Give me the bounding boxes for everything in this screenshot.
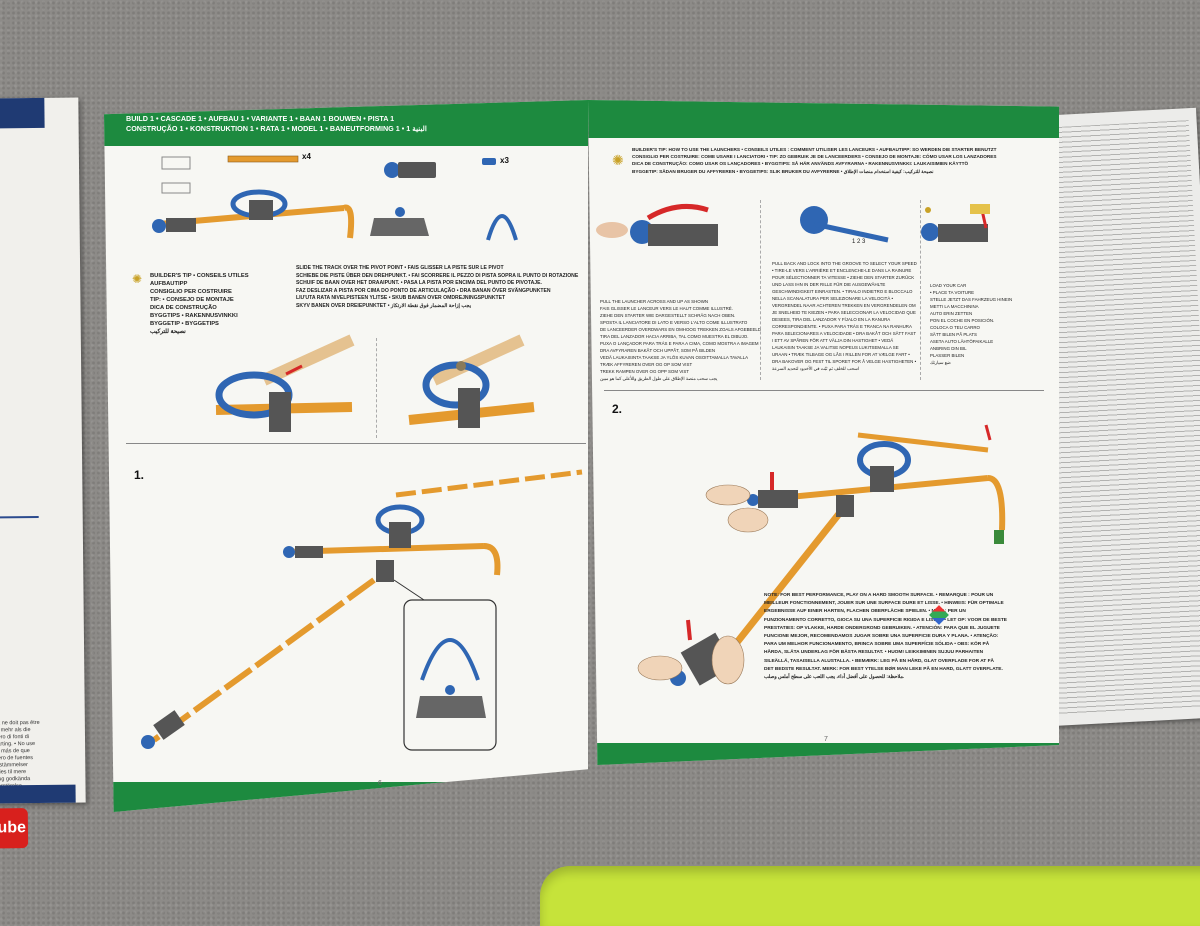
section-divider-right <box>604 390 1044 391</box>
launcher-step1-illustration <box>596 203 718 246</box>
pivot-base <box>370 207 429 236</box>
launcher-step2-text: PULL BACK AND LOCK INTO THE GROOVE TO SE… <box>772 261 917 371</box>
step2-illustration <box>637 424 1006 686</box>
launcher-step1-text: PULL THE LAUNCHER ACROSS AND UP AS SHOWN… <box>600 299 762 381</box>
launcher-tip-title: BUILDER'S TIP: HOW TO USE THE LAUNCHERS … <box>632 147 997 174</box>
part-connector <box>482 158 496 165</box>
booklet-navy-header <box>0 97 45 129</box>
booklet-divider <box>0 515 39 519</box>
page-number-left: 6 <box>378 780 382 787</box>
tip-illustration-2 <box>408 334 535 428</box>
tip-divider <box>376 338 377 438</box>
page-footer-bar-right <box>588 743 1059 765</box>
left-booklet: est ne doit pas être en mehr als die mer… <box>0 97 86 849</box>
page-footer-bar <box>104 782 588 812</box>
lightbulb-icon-right: ✺ <box>612 152 624 168</box>
part-count-connector: x3 <box>500 156 509 165</box>
page-number-right: 7 <box>824 736 828 743</box>
part-launcher-outline <box>161 156 191 194</box>
build-title-line2: CONSTRUÇÃO 1 • KONSTRUKTION 1 • RATA 1 •… <box>126 124 427 133</box>
launcher-illustrations <box>596 203 1006 686</box>
manual-page-right: ✺ BUILDER'S TIP: HOW TO USE THE LAUNCHER… <box>588 100 1059 765</box>
launcher-step3-illustration <box>921 204 990 242</box>
lightbulb-icon: ✺ <box>132 272 143 286</box>
surface-note: NOTE: FOR BEST PERFORMANCE, PLAY ON A HA… <box>764 593 1007 681</box>
part-launcher <box>384 162 436 178</box>
launcher-divider-1 <box>760 200 761 380</box>
step-2-label: 2. <box>612 402 623 416</box>
booklet-navy-footer <box>0 784 76 804</box>
parts-illustration <box>141 155 583 751</box>
page-header-bar-right <box>588 100 1059 138</box>
part-count-track: x4 <box>302 152 311 161</box>
builders-tip-title: BUILDER'S TIP • CONSEILS UTILES AUFBAUTI… <box>150 273 249 335</box>
step-1-label: 1. <box>134 468 145 482</box>
build-title: BUILD 1 • CASCADE 1 • AUFBAU 1 • VARIANT… <box>126 114 566 134</box>
part-track <box>227 155 299 163</box>
loop-assembly <box>152 189 355 239</box>
launcher-step2-illustration <box>800 206 889 243</box>
instruction-manual: BUILD 1 • CASCADE 1 • AUFBAU 1 • VARIANT… <box>104 100 1059 812</box>
step1-illustration <box>141 469 583 751</box>
launcher-divider-2 <box>920 200 921 380</box>
manual-page-left: BUILD 1 • CASCADE 1 • AUFBAU 1 • VARIANT… <box>104 100 588 812</box>
section-divider <box>126 443 586 444</box>
launcher-step3-text: LOAD YOUR CAR • PLACE TA VOITURE STELLE … <box>930 283 1013 365</box>
green-fabric <box>540 866 1200 926</box>
build-title-line1: BUILD 1 • CASCADE 1 • AUFBAU 1 • VARIANT… <box>126 114 395 123</box>
builders-tip-text: SLIDE THE TRACK OVER THE PIVOT POINT • F… <box>296 265 579 309</box>
arch-connector <box>486 214 518 241</box>
video-logo: ube <box>0 808 29 849</box>
launcher-numbers: 1 2 3 <box>852 239 866 245</box>
tip-illustration-1 <box>215 334 355 432</box>
